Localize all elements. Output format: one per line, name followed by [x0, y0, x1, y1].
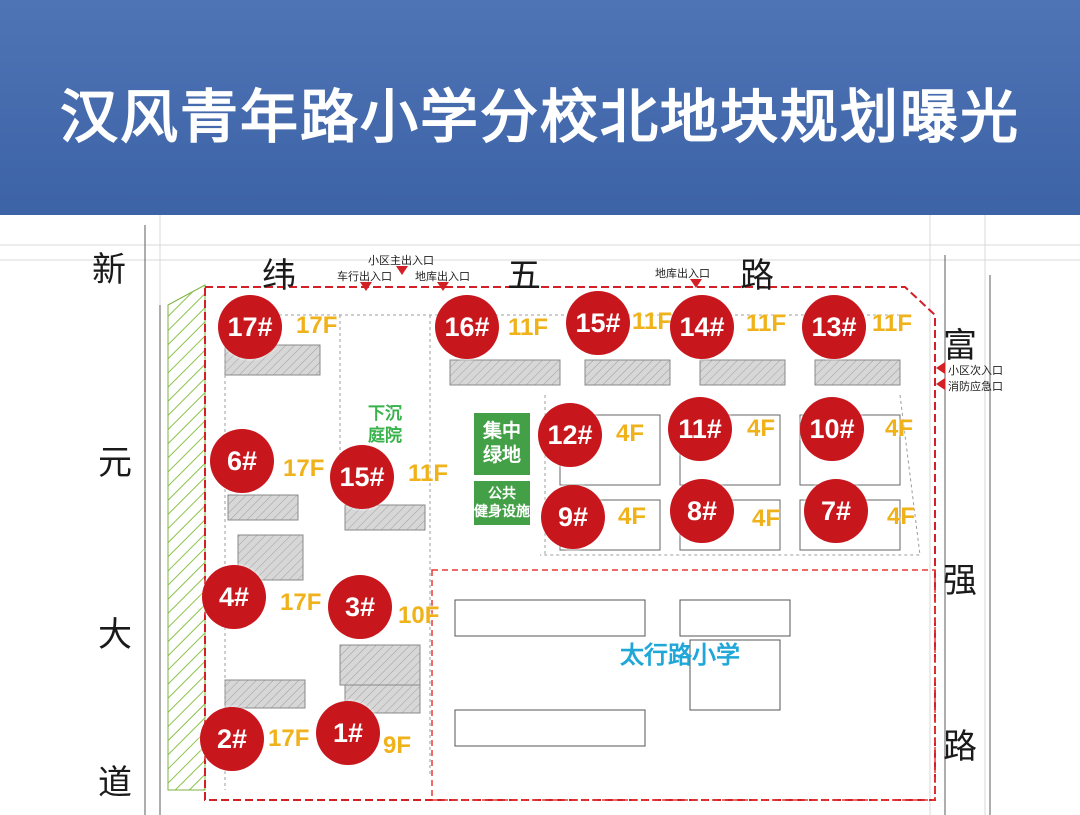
building-marker: 15# [566, 291, 630, 355]
building-marker: 6# [210, 429, 274, 493]
road-west-char-4: 道 [98, 763, 132, 803]
building-marker: 8# [670, 479, 734, 543]
school-building-d [454, 709, 646, 747]
building-floors: 10F [398, 602, 440, 629]
road-west-char-1: 新 [92, 250, 126, 290]
building-marker: 14# [670, 295, 734, 359]
building-floors: 17F [283, 455, 325, 482]
building-floors: 4F [747, 415, 776, 442]
building-floors: 11F [872, 310, 913, 337]
garage-entrance-north-marker [437, 282, 449, 291]
east-road-lines [944, 255, 991, 815]
building-floors: 4F [885, 415, 914, 442]
road-north-char-3: 路 [740, 256, 774, 296]
vehicle-entrance-label: 车行出入口 [337, 270, 392, 283]
building-marker: 7# [804, 479, 868, 543]
building-marker: 2# [200, 707, 264, 771]
plan-linework [0, 215, 1080, 815]
road-west-char-2: 元 [98, 443, 132, 483]
building-marker: 9# [541, 485, 605, 549]
central-green-space: 集中 绿地 [474, 413, 530, 475]
road-east-char-1: 富 [943, 326, 977, 366]
building-floors: 11F [632, 308, 673, 335]
site-boundary [204, 286, 936, 801]
building-floors: 4F [887, 503, 916, 530]
sunken-courtyard-label: 下沉 庭院 [368, 404, 402, 446]
building-marker: 10# [800, 397, 864, 461]
main-entrance-marker [396, 266, 408, 275]
school-building-a [454, 599, 646, 637]
vehicle-entrance-marker [360, 282, 372, 291]
building-marker: 15# [330, 445, 394, 509]
building-floors: 11F [508, 314, 549, 341]
header-banner: 汉风青年路小学分校北地块规划曝光 [0, 0, 1080, 215]
road-north-char-2: 五 [507, 256, 541, 296]
road-east-char-3: 路 [943, 727, 977, 767]
building-floors: 4F [618, 503, 647, 530]
site-plan: 新 元 大 道 纬 五 路 富 强 路 小区主出入口 车行出入口 地库出入口 地… [0, 215, 1080, 815]
secondary-entrance-label: 小区次入口 [948, 364, 1003, 377]
building-floors: 11F [746, 310, 787, 337]
fire-exit-marker [936, 378, 945, 390]
grid-lines [0, 215, 1080, 815]
building-marker: 16# [435, 295, 499, 359]
public-fitness-facility: 公共 健身设施 [474, 481, 530, 525]
building-floors: 4F [616, 420, 645, 447]
building-marker: 13# [802, 295, 866, 359]
garage-entrance-ne-marker [690, 279, 702, 288]
school-label: 太行路小学 [620, 641, 740, 669]
main-entrance-label: 小区主出入口 [368, 254, 434, 267]
west-road-lines [144, 225, 161, 815]
secondary-entrance-marker [936, 362, 945, 374]
building-floors: 17F [268, 725, 310, 752]
building-marker: 3# [328, 575, 392, 639]
building-floors: 9F [383, 732, 412, 759]
building-marker: 11# [668, 397, 732, 461]
building-floors: 11F [408, 460, 449, 487]
interior-roads [224, 314, 921, 790]
garage-entrance-ne-label: 地库出入口 [655, 267, 710, 280]
building-marker: 17# [218, 295, 282, 359]
building-marker: 1# [316, 701, 380, 765]
west-green-strip [167, 284, 206, 791]
fire-exit-label: 消防应急口 [948, 380, 1003, 393]
building-floors: 4F [752, 505, 781, 532]
building-marker: 12# [538, 403, 602, 467]
school-building-b [679, 599, 791, 637]
garage-entrance-north-label: 地库出入口 [415, 270, 470, 283]
road-west-char-3: 大 [98, 615, 132, 655]
page-title: 汉风青年路小学分校北地块规划曝光 [59, 83, 1020, 151]
school-boundary [431, 569, 936, 801]
building-floors: 17F [280, 589, 322, 616]
building-marker: 4# [202, 565, 266, 629]
school-building-c [689, 639, 781, 711]
road-north-char-1: 纬 [262, 256, 296, 296]
building-floors: 17F [296, 312, 338, 339]
road-east-char-2: 强 [943, 561, 977, 601]
